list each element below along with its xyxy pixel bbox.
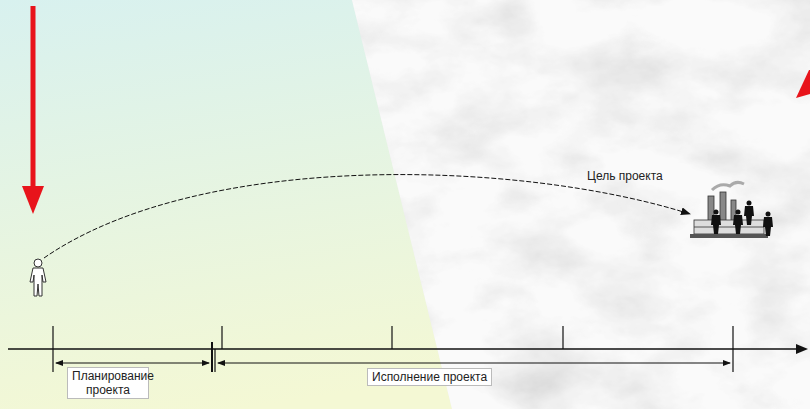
time-axis — [8, 348, 796, 350]
axis-ticks — [53, 326, 733, 372]
axis-arrowhead — [796, 344, 808, 354]
red-arrow-partial — [796, 70, 810, 98]
red-arrowhead — [22, 186, 44, 214]
span-label: Исполнение проекта — [367, 368, 492, 386]
goal-label: Цель проекта — [587, 169, 663, 183]
marble-ground — [340, 0, 810, 409]
span-label: Планирование проекта — [67, 367, 149, 399]
execution-span — [218, 363, 730, 364]
goal-arc — [44, 175, 690, 258]
red-arrow — [31, 6, 36, 188]
factory-icon — [690, 182, 773, 238]
planning-span — [56, 363, 209, 364]
person-icon — [30, 259, 46, 296]
